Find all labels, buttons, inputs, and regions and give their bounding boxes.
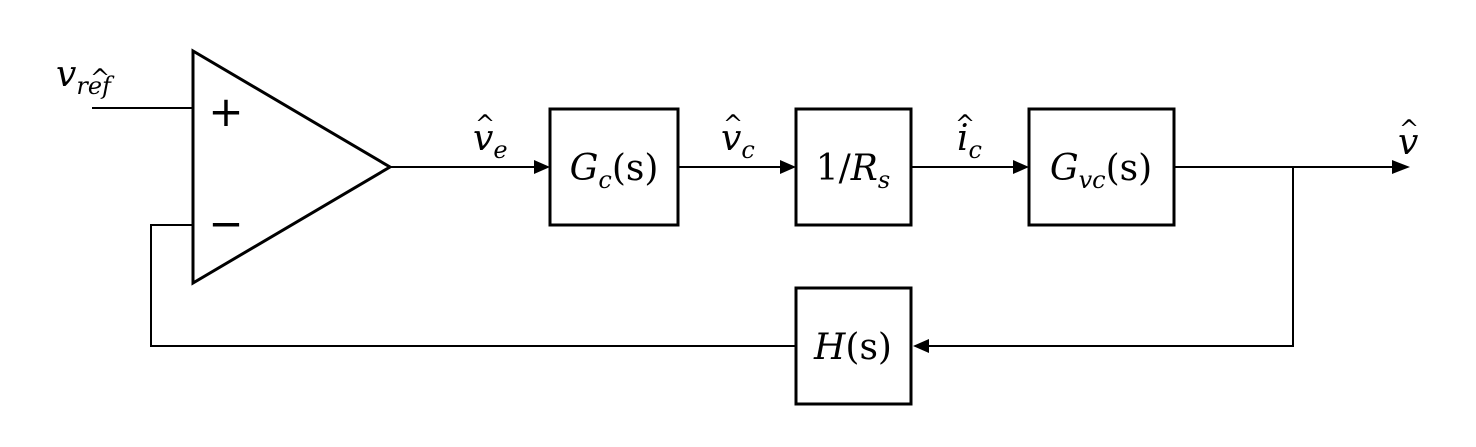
error-signal-label: ve ^ [473, 110, 508, 164]
feedback-block: H(s) [794, 286, 913, 406]
output-signal-label: v ^ [1398, 115, 1419, 163]
output-hat: ^ [1399, 115, 1419, 143]
output-arrowhead [1392, 160, 1410, 174]
plus-sign: + [208, 87, 243, 136]
feedback-label: H(s) [813, 327, 892, 368]
svg-text:ve: ve [473, 118, 508, 164]
feedback-takeoff-wire [926, 167, 1294, 347]
svg-text:ic: ic [957, 118, 982, 164]
current-signal-label: ic ^ [955, 110, 982, 164]
control-signal-label: vc ^ [721, 110, 755, 164]
control-hat: ^ [723, 110, 743, 138]
control-arrowhead [780, 160, 796, 174]
controller-label: Gc(s) [570, 148, 659, 194]
minus-sign: − [208, 199, 243, 248]
current-hat: ^ [955, 110, 975, 138]
feedback-arrowhead [913, 339, 929, 353]
controller-block: Gc(s) [548, 107, 680, 227]
sense-resistor-block: 1/Rs [794, 107, 913, 227]
summing-amplifier [191, 48, 393, 286]
svg-text:vref: vref [56, 54, 115, 100]
error-hat: ^ [475, 110, 495, 138]
sense-resistor-label: 1/Rs [816, 148, 890, 194]
svg-text:vc: vc [721, 118, 755, 164]
svg-text:v: v [1398, 122, 1418, 163]
current-arrowhead [1013, 160, 1029, 174]
plant-label: Gvc(s) [1050, 148, 1152, 194]
reference-hat: ^ [90, 64, 110, 92]
plant-block: Gvc(s) [1027, 107, 1176, 227]
error-arrowhead [534, 160, 550, 174]
reference-label: vref ^ [56, 54, 115, 100]
feedback-return-wire [150, 224, 796, 347]
